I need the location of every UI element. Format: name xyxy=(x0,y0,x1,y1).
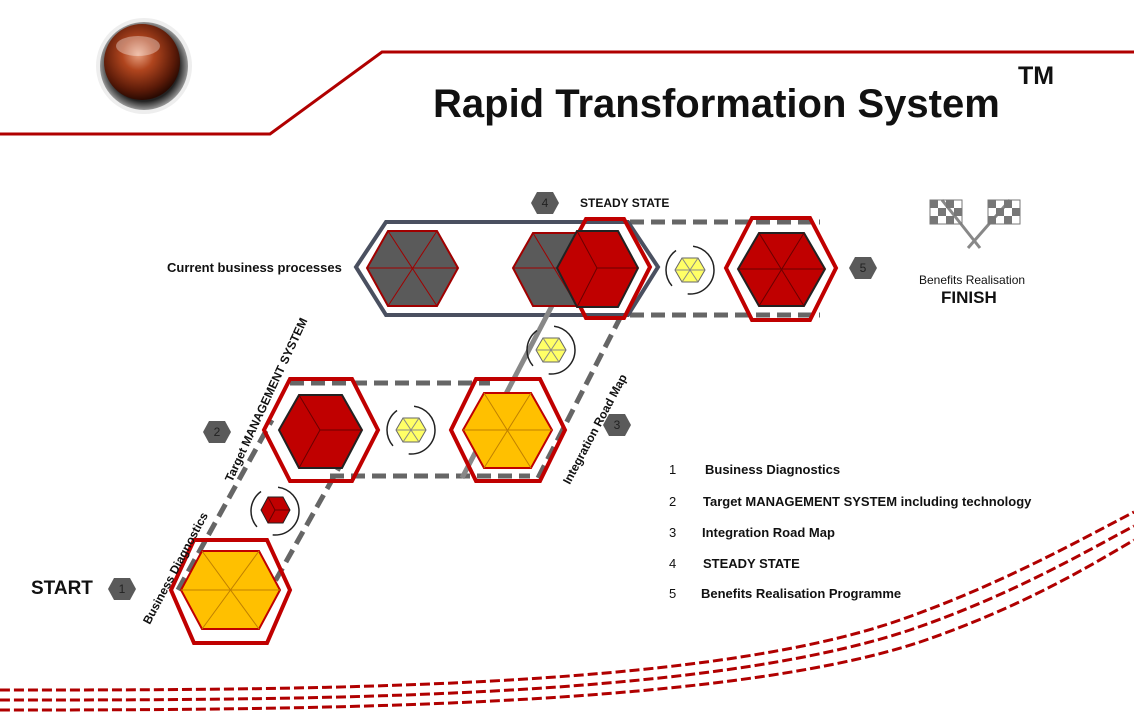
legend-text: Integration Road Map xyxy=(702,525,835,540)
legend-text: Business Diagnostics xyxy=(705,462,841,477)
trademark-mark: TM xyxy=(1018,62,1055,90)
badge-number: 4 xyxy=(541,196,549,210)
badge-number: 1 xyxy=(118,582,126,596)
hex-integration xyxy=(461,392,554,469)
badge-step-2: 2 xyxy=(203,421,231,443)
legend-number: 1 xyxy=(669,462,677,477)
legend-number: 5 xyxy=(669,586,677,601)
hex-benefits xyxy=(736,232,827,307)
badge-number: 3 xyxy=(613,418,621,432)
badge-step-3: 3 xyxy=(603,414,631,436)
cycle-arrows-icon xyxy=(526,325,576,375)
label-steady-state: STEADY STATE xyxy=(580,196,670,210)
legend-text: Benefits Realisation Programme xyxy=(701,586,902,601)
cycle-arrows-icon xyxy=(665,245,715,295)
cycle-arrows-icon xyxy=(386,405,436,455)
label-benefits-realisation: Benefits Realisation xyxy=(919,273,1026,287)
hex-current-grey-1 xyxy=(365,230,460,307)
hex-steady-state xyxy=(555,230,640,308)
checkered-flags-icon xyxy=(929,199,1021,249)
badge-number: 2 xyxy=(213,425,221,439)
legend-number: 2 xyxy=(669,494,677,509)
header-red-line xyxy=(0,50,1134,136)
legend-number: 3 xyxy=(669,525,677,540)
badge-step-1: 1 xyxy=(108,578,136,600)
page-title: Rapid Transformation System xyxy=(433,82,1000,126)
label-finish: FINISH xyxy=(941,288,997,307)
hex-target-management xyxy=(277,394,364,469)
cycle-arrows-icon xyxy=(250,486,300,536)
hex-business-diagnostics xyxy=(179,550,282,630)
legend-text: STEADY STATE xyxy=(703,556,800,571)
label-current-processes: Current business processes xyxy=(167,260,342,275)
red-glossy-button-icon xyxy=(96,18,192,114)
label-start: START xyxy=(31,578,93,599)
bottom-track-lines xyxy=(0,510,1134,712)
badge-step-5: 5 xyxy=(849,257,877,279)
legend-text: Target MANAGEMENT SYSTEM including techn… xyxy=(703,494,1032,509)
legend-number: 4 xyxy=(669,556,677,571)
badge-number: 5 xyxy=(859,261,867,275)
badge-step-4: 4 xyxy=(531,192,559,214)
